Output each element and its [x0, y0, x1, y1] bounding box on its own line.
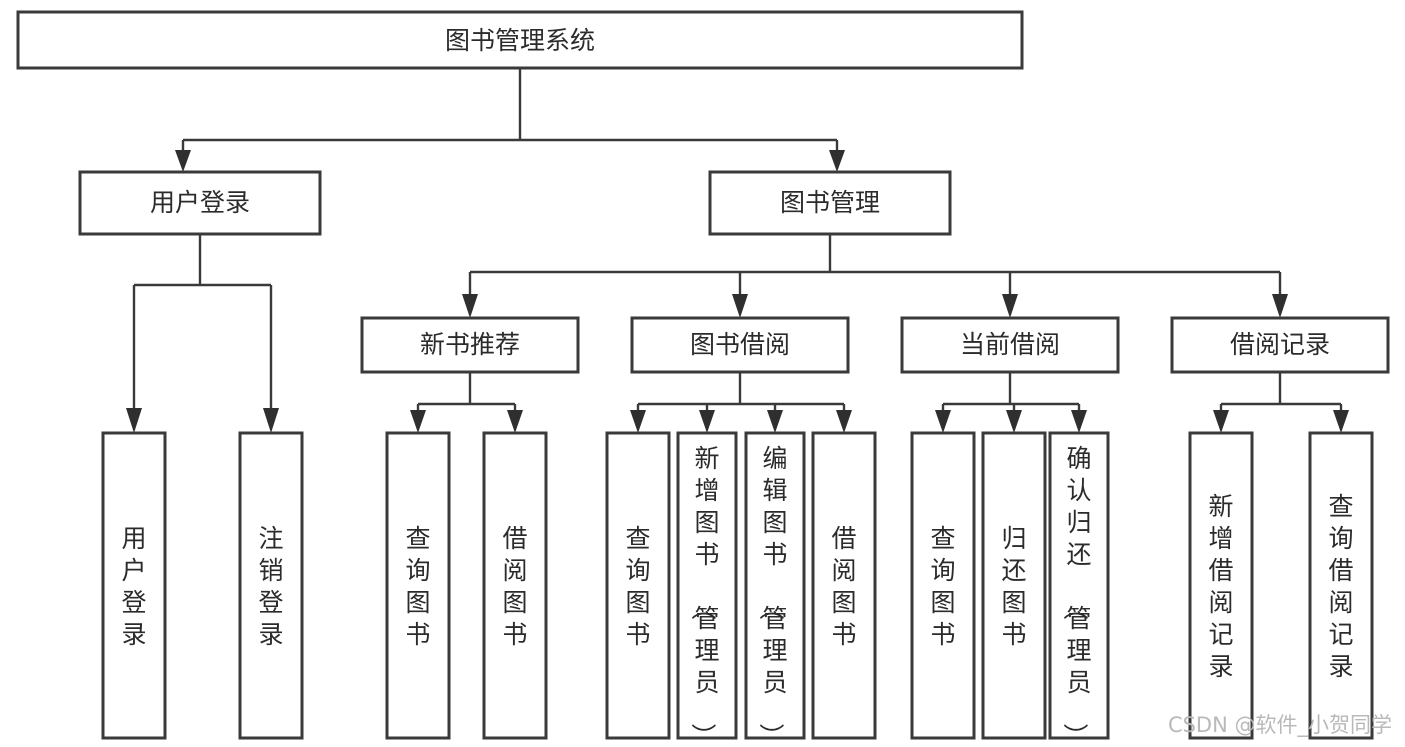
node-borrow-record[interactable]: 借阅记录	[1170, 316, 1390, 374]
arrowhead-leaf-query-book-1	[410, 410, 426, 433]
leaf-leaf-borrow-book-2-label: 借阅图书	[831, 524, 856, 649]
leaf-leaf-edit-book-box[interactable]	[744, 431, 806, 740]
leaf-leaf-borrow-book-2[interactable]: 借阅图书	[811, 431, 877, 740]
arrowhead-leaf-query-record	[1333, 410, 1349, 433]
node-user-login-label: 用户登录	[150, 188, 250, 217]
leaf-leaf-borrow-book-1-box[interactable]	[482, 431, 548, 740]
arrowhead-leaf-add-book	[699, 410, 715, 433]
leaf-leaf-logout-box[interactable]	[238, 431, 304, 740]
leaf-leaf-query-record[interactable]: 查询借阅记录	[1308, 431, 1374, 740]
leaf-leaf-query-record-box[interactable]	[1308, 431, 1374, 740]
arrowhead-leaf-user-login	[126, 408, 142, 433]
leaf-leaf-confirm-return-label: 确认归还（管理员）	[1060, 444, 1091, 747]
node-new-book-recommend-box[interactable]	[360, 316, 580, 374]
node-book-manage-box[interactable]	[708, 170, 952, 236]
node-root-box[interactable]	[16, 10, 1024, 70]
leaf-leaf-add-record[interactable]: 新增借阅记录	[1188, 431, 1254, 740]
leaf-leaf-return-book-label: 归还图书	[1001, 524, 1026, 649]
node-new-book-recommend-label: 新书推荐	[420, 330, 520, 359]
arrowhead-current-borrow	[1002, 294, 1018, 318]
arrowhead-leaf-borrow-book-2	[836, 410, 852, 433]
arrowhead-leaf-edit-book	[767, 410, 783, 433]
watermark-label: CSDN @软件_小贺同学	[1168, 713, 1392, 738]
node-root[interactable]: 图书管理系统	[16, 10, 1024, 70]
node-user-login[interactable]: 用户登录	[78, 170, 322, 236]
leaf-leaf-query-book-3-label: 查询图书	[930, 524, 955, 649]
node-book-manage-label: 图书管理	[780, 188, 880, 217]
node-borrow-record-box[interactable]	[1170, 316, 1390, 374]
arrowhead-leaf-logout	[263, 408, 279, 433]
leaf-leaf-edit-book-label: 编辑图书（管理员）	[756, 444, 787, 747]
node-book-borrow-box[interactable]	[630, 316, 850, 374]
leaf-leaf-query-book-1[interactable]: 查询图书	[385, 431, 451, 740]
node-new-book-recommend[interactable]: 新书推荐	[360, 316, 580, 374]
node-book-manage[interactable]: 图书管理	[708, 170, 952, 236]
arrowhead-leaf-query-book-2	[630, 410, 646, 433]
leaf-leaf-query-book-1-box[interactable]	[385, 431, 451, 740]
arrowhead-borrow-record	[1272, 294, 1288, 318]
arrowhead-book-manage	[829, 150, 845, 172]
arrowhead-leaf-borrow-book-1	[507, 410, 523, 433]
arrowhead-leaf-add-record	[1213, 410, 1229, 433]
arrowhead-new-book-recommend	[462, 294, 478, 318]
leaf-leaf-add-book-box[interactable]	[676, 431, 738, 740]
node-root-label: 图书管理系统	[445, 26, 595, 55]
leaf-leaf-confirm-return[interactable]: 确认归还（管理员）	[1048, 431, 1110, 747]
leaf-leaf-add-book[interactable]: 新增图书（管理员）	[676, 431, 738, 747]
node-user-login-box[interactable]	[78, 170, 322, 236]
node-book-borrow[interactable]: 图书借阅	[630, 316, 850, 374]
leaf-leaf-add-record-box[interactable]	[1188, 431, 1254, 740]
leaf-leaf-user-login-label: 用户登录	[121, 524, 146, 649]
leaf-leaf-query-book-1-label: 查询图书	[405, 524, 430, 649]
leaf-leaf-add-record-label: 新增借阅记录	[1208, 492, 1233, 681]
leaf-leaf-borrow-book-1[interactable]: 借阅图书	[482, 431, 548, 740]
leaf-leaf-query-book-3-box[interactable]	[910, 431, 976, 740]
arrowhead-leaf-return-book	[1006, 410, 1022, 433]
node-current-borrow-label: 当前借阅	[960, 330, 1060, 359]
leaf-node-layer: 用户登录 注销登录 查询图书 借阅图书 查询图书 新增图书（管理员） 编辑图书（管理员） 借阅…	[101, 431, 1374, 747]
arrowhead-leaf-confirm-return	[1071, 410, 1087, 433]
leaf-leaf-borrow-book-2-box[interactable]	[811, 431, 877, 740]
leaf-leaf-confirm-return-box[interactable]	[1048, 431, 1110, 740]
arrowhead-user-login	[175, 150, 191, 172]
leaf-leaf-query-book-3[interactable]: 查询图书	[910, 431, 976, 740]
leaf-leaf-add-book-label: 新增图书（管理员）	[688, 444, 719, 747]
leaf-leaf-user-login-box[interactable]	[101, 431, 167, 740]
leaf-leaf-borrow-book-1-label: 借阅图书	[502, 524, 527, 649]
leaf-leaf-logout-label: 注销登录	[258, 524, 283, 649]
leaf-leaf-query-book-2-label: 查询图书	[625, 524, 650, 649]
leaf-leaf-edit-book[interactable]: 编辑图书（管理员）	[744, 431, 806, 747]
leaf-leaf-query-book-2[interactable]: 查询图书	[605, 431, 671, 740]
leaf-leaf-return-book[interactable]: 归还图书	[981, 431, 1047, 740]
arrowhead-leaf-query-book-3	[935, 410, 951, 433]
leaf-leaf-query-book-2-box[interactable]	[605, 431, 671, 740]
node-book-borrow-label: 图书借阅	[690, 330, 790, 359]
leaf-leaf-query-record-label: 查询借阅记录	[1328, 492, 1353, 681]
leaf-leaf-user-login[interactable]: 用户登录	[101, 431, 167, 740]
node-borrow-record-label: 借阅记录	[1230, 330, 1330, 359]
leaf-leaf-logout[interactable]: 注销登录	[238, 431, 304, 740]
arrowhead-book-borrow	[732, 294, 748, 318]
node-current-borrow-box[interactable]	[900, 316, 1120, 374]
connector-layer	[126, 68, 1349, 433]
leaf-leaf-return-book-box[interactable]	[981, 431, 1047, 740]
node-current-borrow[interactable]: 当前借阅	[900, 316, 1120, 374]
